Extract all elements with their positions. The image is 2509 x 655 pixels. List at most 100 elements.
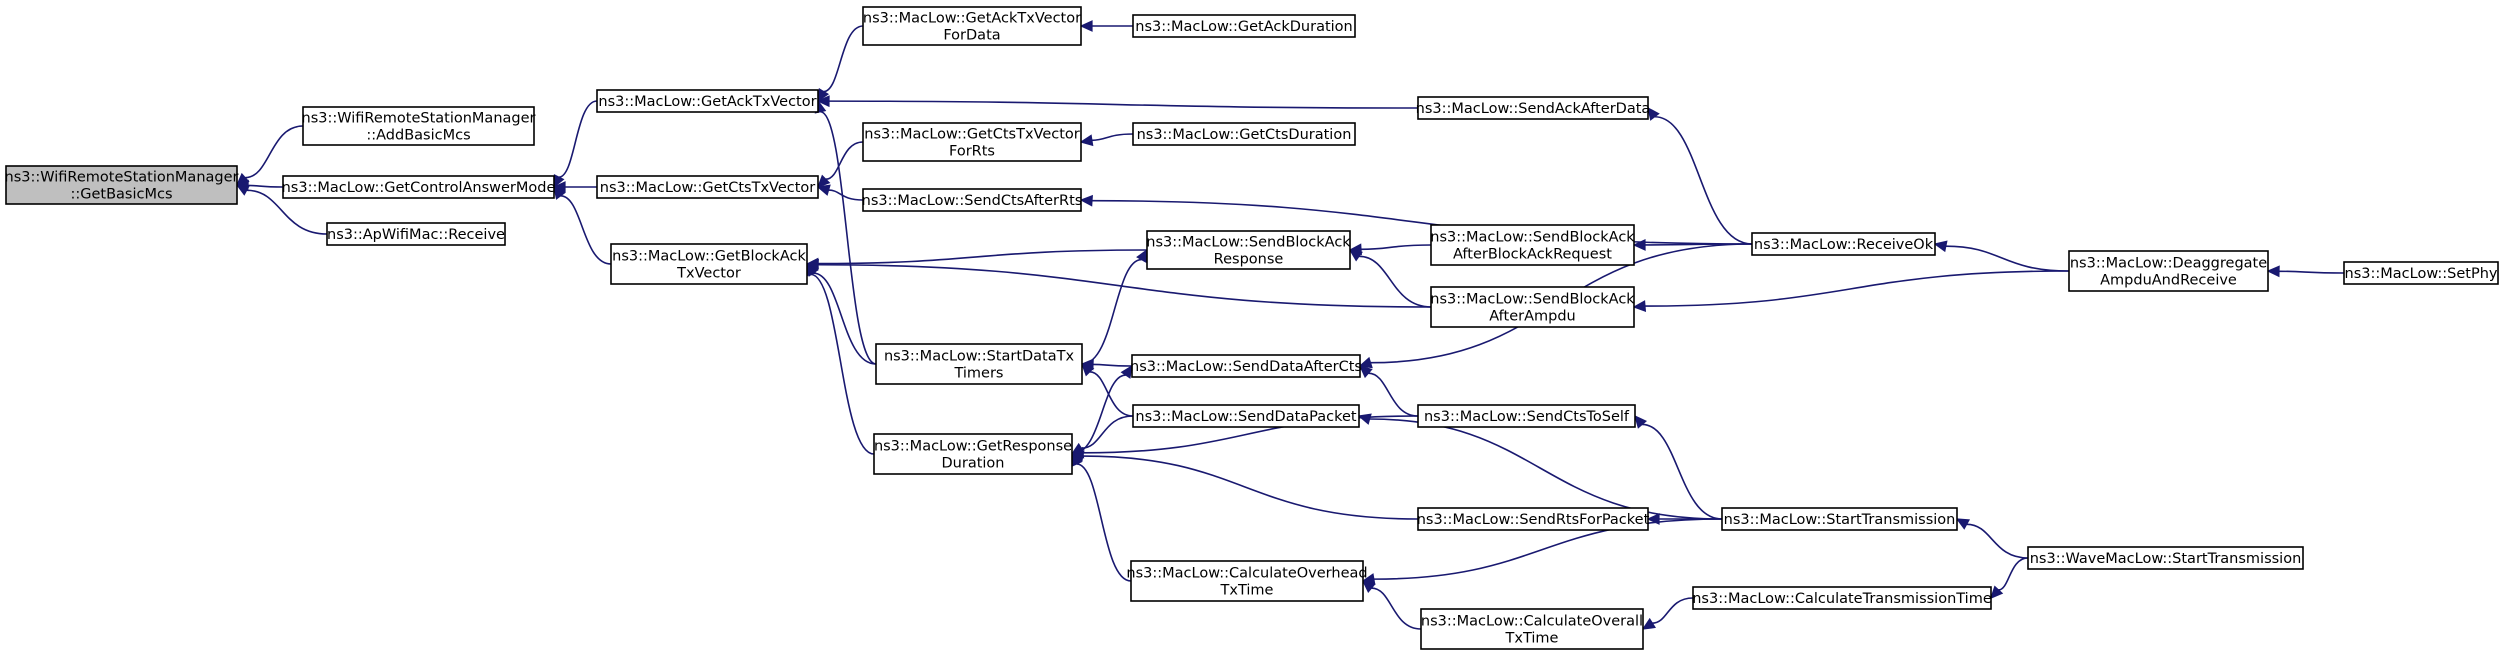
edge-getCtsTxVectorForRts-to-getCtsTxVector — [816, 141, 864, 189]
edge-startDataTxTimers-to-sendBlockAckResponse — [1081, 248, 1148, 365]
node-label-line: ns3::MacLow::SetPhy — [2345, 266, 2498, 282]
node-label-line: ns3::MacLow::SendDataAfterCts — [1130, 359, 1362, 375]
node-label-line: ::GetBasicMcs — [70, 187, 172, 203]
node-label-line: ns3::MacLow::GetAckTxVector — [863, 11, 1081, 27]
node-apReceive[interactable]: ns3::ApWifiMac::Receive — [326, 222, 506, 246]
node-box — [1430, 224, 1635, 266]
node-box — [1417, 96, 1649, 120]
node-box — [862, 188, 1082, 212]
node-sendDataPacket[interactable]: ns3::MacLow::SendDataPacket — [1132, 404, 1360, 428]
node-label-line: ForRts — [949, 144, 995, 160]
edge-calculateTransmissionTime-to-calculateOverallTxTime — [1641, 597, 1694, 630]
arrowhead — [1647, 106, 1660, 121]
node-sendDataAfterCts[interactable]: ns3::MacLow::SendDataAfterCts — [1130, 354, 1362, 378]
arrowhead — [1120, 364, 1133, 379]
node-label-line: ns3::MacLow::SendCtsAfterRts — [862, 193, 1083, 209]
node-sendCtsAfterRts[interactable]: ns3::MacLow::SendCtsAfterRts — [862, 188, 1083, 212]
node-box — [1417, 507, 1649, 531]
node-waveStartTransmission[interactable]: ns3::WaveMacLow::StartTransmission — [2027, 546, 2304, 570]
edge-sendCtsAfterRts-to-getCtsTxVector — [816, 184, 864, 201]
node-label-line: ns3::ApWifiMac::Receive — [327, 227, 505, 243]
node-box — [2068, 250, 2269, 292]
node-box — [1751, 232, 1936, 256]
node-getAckDuration[interactable]: ns3::MacLow::GetAckDuration — [1132, 14, 1356, 38]
node-box — [1132, 404, 1360, 428]
node-box — [1146, 230, 1351, 270]
arrowhead — [2266, 265, 2280, 278]
node-label-line: ns3::MacLow::GetAckTxVector — [598, 94, 816, 110]
node-label-line: TxTime — [1220, 583, 1274, 599]
node-label-line: ns3::MacLow::SendBlockAck — [1146, 235, 1351, 251]
node-receiveOk[interactable]: ns3::MacLow::ReceiveOk — [1751, 232, 1936, 256]
node-calculateTransmissionTime[interactable]: ns3::MacLow::CalculateTransmissionTime — [1692, 586, 1992, 610]
nodes-layer: ns3::WifiRemoteStationManager::GetBasicM… — [5, 6, 2499, 650]
arrowhead — [816, 95, 830, 108]
node-box — [1430, 286, 1635, 328]
arrowhead — [553, 185, 566, 200]
node-box — [1692, 586, 1992, 610]
arrowhead — [1358, 365, 1373, 379]
node-box — [875, 343, 1083, 385]
edge-sendAckAfterData-to-getAckTxVector — [816, 95, 1419, 109]
edge-sendBlockAckAfterAmpdu-to-sendBlockAckResponse — [1348, 249, 1432, 308]
node-box — [862, 122, 1082, 162]
arrowhead — [1079, 134, 1094, 147]
node-sendCtsToSelf[interactable]: ns3::MacLow::SendCtsToSelf — [1417, 404, 1636, 428]
node-box — [1132, 122, 1356, 146]
node-label-line: AmpduAndReceive — [2100, 273, 2237, 289]
node-getCtsDuration[interactable]: ns3::MacLow::GetCtsDuration — [1132, 122, 1356, 146]
node-label-line: ns3::MacLow::SendBlockAck — [1430, 292, 1635, 308]
node-box — [1417, 404, 1636, 428]
arrowhead — [1357, 413, 1372, 425]
edge-calculateOverallTxTime-to-calculateOverheadTxTime — [1361, 580, 1422, 630]
node-label-line: ns3::MacLow::SendAckAfterData — [1416, 101, 1651, 117]
edge-calculateOverheadTxTime-to-getResponseDuration — [1071, 452, 1132, 582]
node-label-line: AfterBlockAckRequest — [1453, 247, 1612, 263]
node-label-line: ns3::MacLow::GetControlAnswerMode — [282, 180, 556, 196]
node-label-line: ns3::MacLow::SendRtsForPacket — [1417, 512, 1650, 528]
node-box — [2027, 546, 2304, 570]
node-label-line: ns3::WifiRemoteStationManager — [302, 111, 536, 127]
node-getCtsTxVector[interactable]: ns3::MacLow::GetCtsTxVector — [596, 175, 819, 199]
node-sendAckAfterData[interactable]: ns3::MacLow::SendAckAfterData — [1416, 96, 1651, 120]
arrowhead — [1080, 362, 1095, 377]
node-startTransmission[interactable]: ns3::MacLow::StartTransmission — [1721, 507, 1958, 531]
arrowhead — [1990, 585, 2004, 600]
node-label-line: Duration — [942, 456, 1005, 472]
node-label-line: ns3::MacLow::SendDataPacket — [1135, 409, 1357, 425]
node-addBasicMcs[interactable]: ns3::WifiRemoteStationManager::AddBasicM… — [302, 106, 536, 146]
edge-sendRtsForPacket-to-getResponseDuration — [1070, 450, 1419, 520]
node-sendRtsForPacket[interactable]: ns3::MacLow::SendRtsForPacket — [1417, 507, 1650, 531]
node-box — [302, 106, 535, 146]
node-getControlAnswerMode[interactable]: ns3::MacLow::GetControlAnswerMode — [282, 175, 556, 199]
arrowhead — [816, 174, 831, 189]
node-label-line: ns3::MacLow::StartDataTx — [884, 349, 1075, 365]
node-sendBlockAckAfterBlockAckRequest[interactable]: ns3::MacLow::SendBlockAckAfterBlockAckRe… — [1430, 224, 1635, 266]
arrowhead — [816, 184, 831, 196]
node-getAckTxVector[interactable]: ns3::MacLow::GetAckTxVector — [596, 89, 819, 113]
edge-getCtsDuration-to-getCtsTxVectorForRts — [1079, 133, 1134, 147]
node-label-line: ::AddBasicMcs — [366, 128, 470, 144]
node-label-line: ns3::WifiRemoteStationManager — [5, 170, 239, 186]
node-getBasicMcs[interactable]: ns3::WifiRemoteStationManager::GetBasicM… — [5, 165, 239, 205]
node-label-line: ns3::MacLow::CalculateTransmissionTime — [1692, 591, 1992, 607]
edge-deaggregateAmpduAndReceive-to-receiveOk — [1933, 240, 2070, 272]
node-box — [2343, 261, 2499, 285]
edge-getAckTxVector-to-getControlAnswerMode — [553, 100, 598, 189]
arrowhead — [1632, 300, 1647, 312]
node-setPhy[interactable]: ns3::MacLow::SetPhy — [2343, 261, 2499, 285]
node-box — [282, 175, 555, 199]
node-label-line: ns3::MacLow::GetCtsTxVector — [600, 180, 816, 196]
node-label-line: ns3::MacLow::SendCtsToSelf — [1424, 409, 1630, 425]
node-label-line: TxTime — [1505, 631, 1559, 647]
